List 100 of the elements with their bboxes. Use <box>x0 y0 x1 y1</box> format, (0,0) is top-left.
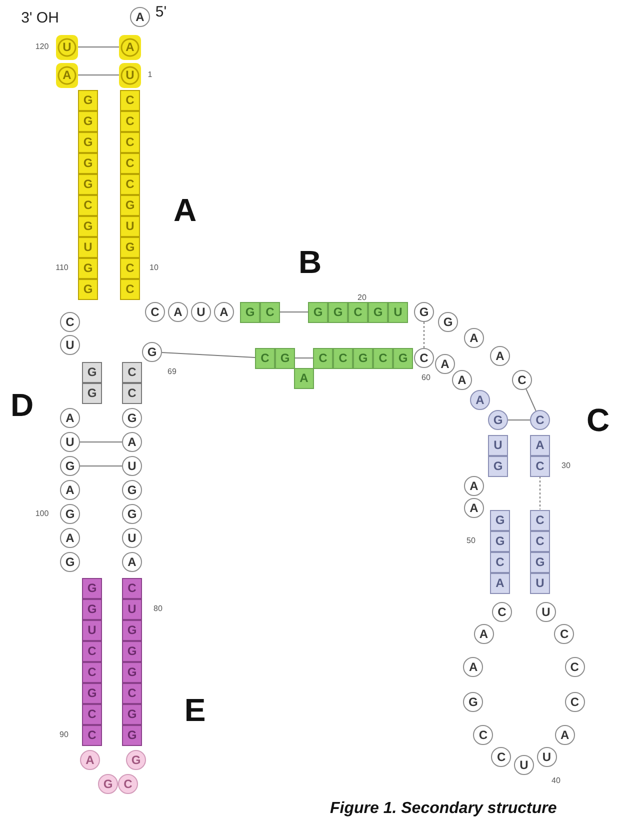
nucleotide-circle: U <box>60 335 80 355</box>
nucleotide-box: A <box>56 62 78 88</box>
nucleotide-box: C <box>122 682 142 704</box>
position-number: 20 <box>358 294 366 302</box>
nucleotide-box: G <box>530 552 550 572</box>
nucleotide-box: C <box>120 174 140 194</box>
nucleotide-box: G <box>82 598 102 620</box>
nucleotide-circle: A <box>80 750 100 770</box>
nucleotide-circle: U <box>536 747 557 767</box>
nucleotide-box: C <box>122 362 142 382</box>
nucleotide-box: C <box>82 640 102 662</box>
nucleotide-circle: C <box>492 602 512 622</box>
nucleotide-circle: C <box>473 724 494 745</box>
position-number: 40 <box>552 777 560 785</box>
position-number: 100 <box>35 510 49 518</box>
nucleotide-circle: U <box>191 302 211 322</box>
nucleotide-box: C <box>530 530 550 552</box>
nucleotide-box: C <box>82 724 102 746</box>
nucleotide-circle: A <box>470 390 490 410</box>
nucleotide-circle: G <box>60 504 80 524</box>
position-number: 30 <box>562 462 570 470</box>
nucleotide-box: C <box>82 704 102 724</box>
nucleotide-box: A <box>119 34 141 60</box>
nucleotide-box: G <box>82 682 102 704</box>
nucleotide-box: G <box>120 236 140 258</box>
nucleotide-circle: A <box>464 328 484 348</box>
nucleotide-box: G <box>488 456 508 476</box>
nucleotide-box: C <box>120 90 140 110</box>
position-number: 69 <box>168 368 176 376</box>
nucleotide-circle: C <box>118 774 138 794</box>
nucleotide-circle: A <box>60 408 80 428</box>
nucleotide-box: G <box>82 362 102 382</box>
nucleotide-box: G <box>78 216 98 236</box>
nucleotide-box: C <box>120 258 140 278</box>
nucleotide-box: C <box>120 132 140 152</box>
nucleotide-box: U <box>119 62 141 88</box>
region-letter: C <box>586 404 610 436</box>
nucleotide-box: G <box>78 258 98 278</box>
nucleotide-box: C <box>530 456 550 476</box>
nucleotide-box: G <box>78 278 98 300</box>
nucleotide-circle: U <box>122 528 142 548</box>
nucleotide-circle: A <box>60 480 80 500</box>
nucleotide-box: C <box>82 662 102 682</box>
nucleotide-box: A <box>530 434 550 456</box>
region-letter: A <box>173 194 197 226</box>
position-number: 10 <box>150 264 158 272</box>
nucleotide-box: C <box>120 110 140 132</box>
region-letter: B <box>298 246 322 278</box>
nucleotide-box: G <box>122 704 142 724</box>
nucleotide-box: G <box>78 110 98 132</box>
nucleotide-box: U <box>530 572 550 594</box>
nucleotide-box: G <box>122 724 142 746</box>
nucleotide-circle: A <box>130 7 150 27</box>
nucleotide-circle: A <box>435 354 455 374</box>
nucleotide-box: G <box>240 302 260 322</box>
region-letter: E <box>184 694 206 726</box>
nucleotide-box: G <box>82 382 102 404</box>
nucleotide-box: C <box>490 552 510 572</box>
nucleotide-circle: A <box>452 370 472 390</box>
nucleotide-box: U <box>388 302 408 322</box>
position-number: 110 <box>56 264 68 272</box>
position-number: 90 <box>60 731 68 739</box>
nucleotide-box: U <box>78 236 98 258</box>
nucleotide-circle: C <box>60 312 80 332</box>
nucleotide-box: C <box>78 194 98 216</box>
connector-line <box>78 46 120 48</box>
nucleotide-box: G <box>78 174 98 194</box>
nucleotide-circle: U <box>514 755 534 775</box>
nucleotide-circle: U <box>536 602 556 622</box>
end-label: 5' <box>155 4 167 20</box>
position-number: 120 <box>35 43 49 51</box>
nucleotide-box: U <box>56 34 78 60</box>
position-number: 60 <box>422 374 430 382</box>
nucleotide-box: G <box>490 510 510 530</box>
nucleotide-circle: U <box>60 432 80 452</box>
nucleotide-circle: G <box>414 302 434 322</box>
nucleotide-circle: G <box>60 552 80 572</box>
nucleotide-circle: G <box>126 750 146 770</box>
nucleotide-box: G <box>78 132 98 152</box>
nucleotide-box: G <box>368 302 388 322</box>
nucleotide-box: C <box>530 510 550 530</box>
nucleotide-box: G <box>122 620 142 640</box>
region-letter: D <box>10 389 34 421</box>
position-number: 1 <box>148 71 152 79</box>
nucleotide-box: G <box>120 194 140 216</box>
nucleotide-box: C <box>120 152 140 174</box>
nucleotide-box: G <box>122 640 142 662</box>
nucleotide-circle: A <box>464 476 484 496</box>
nucleotide-box: G <box>122 662 142 682</box>
nucleotide-circle: U <box>122 456 142 476</box>
connector-line <box>78 74 120 76</box>
nucleotide-box: G <box>393 348 413 368</box>
nucleotide-box: G <box>78 90 98 110</box>
nucleotide-box: A <box>490 572 510 594</box>
nucleotide-circle: A <box>474 624 494 644</box>
nucleotide-box: C <box>333 348 353 368</box>
nucleotide-box: C <box>373 348 393 368</box>
nucleotide-box: G <box>490 530 510 552</box>
nucleotide-circle: G <box>122 504 142 524</box>
nucleotide-box: A <box>294 368 314 388</box>
